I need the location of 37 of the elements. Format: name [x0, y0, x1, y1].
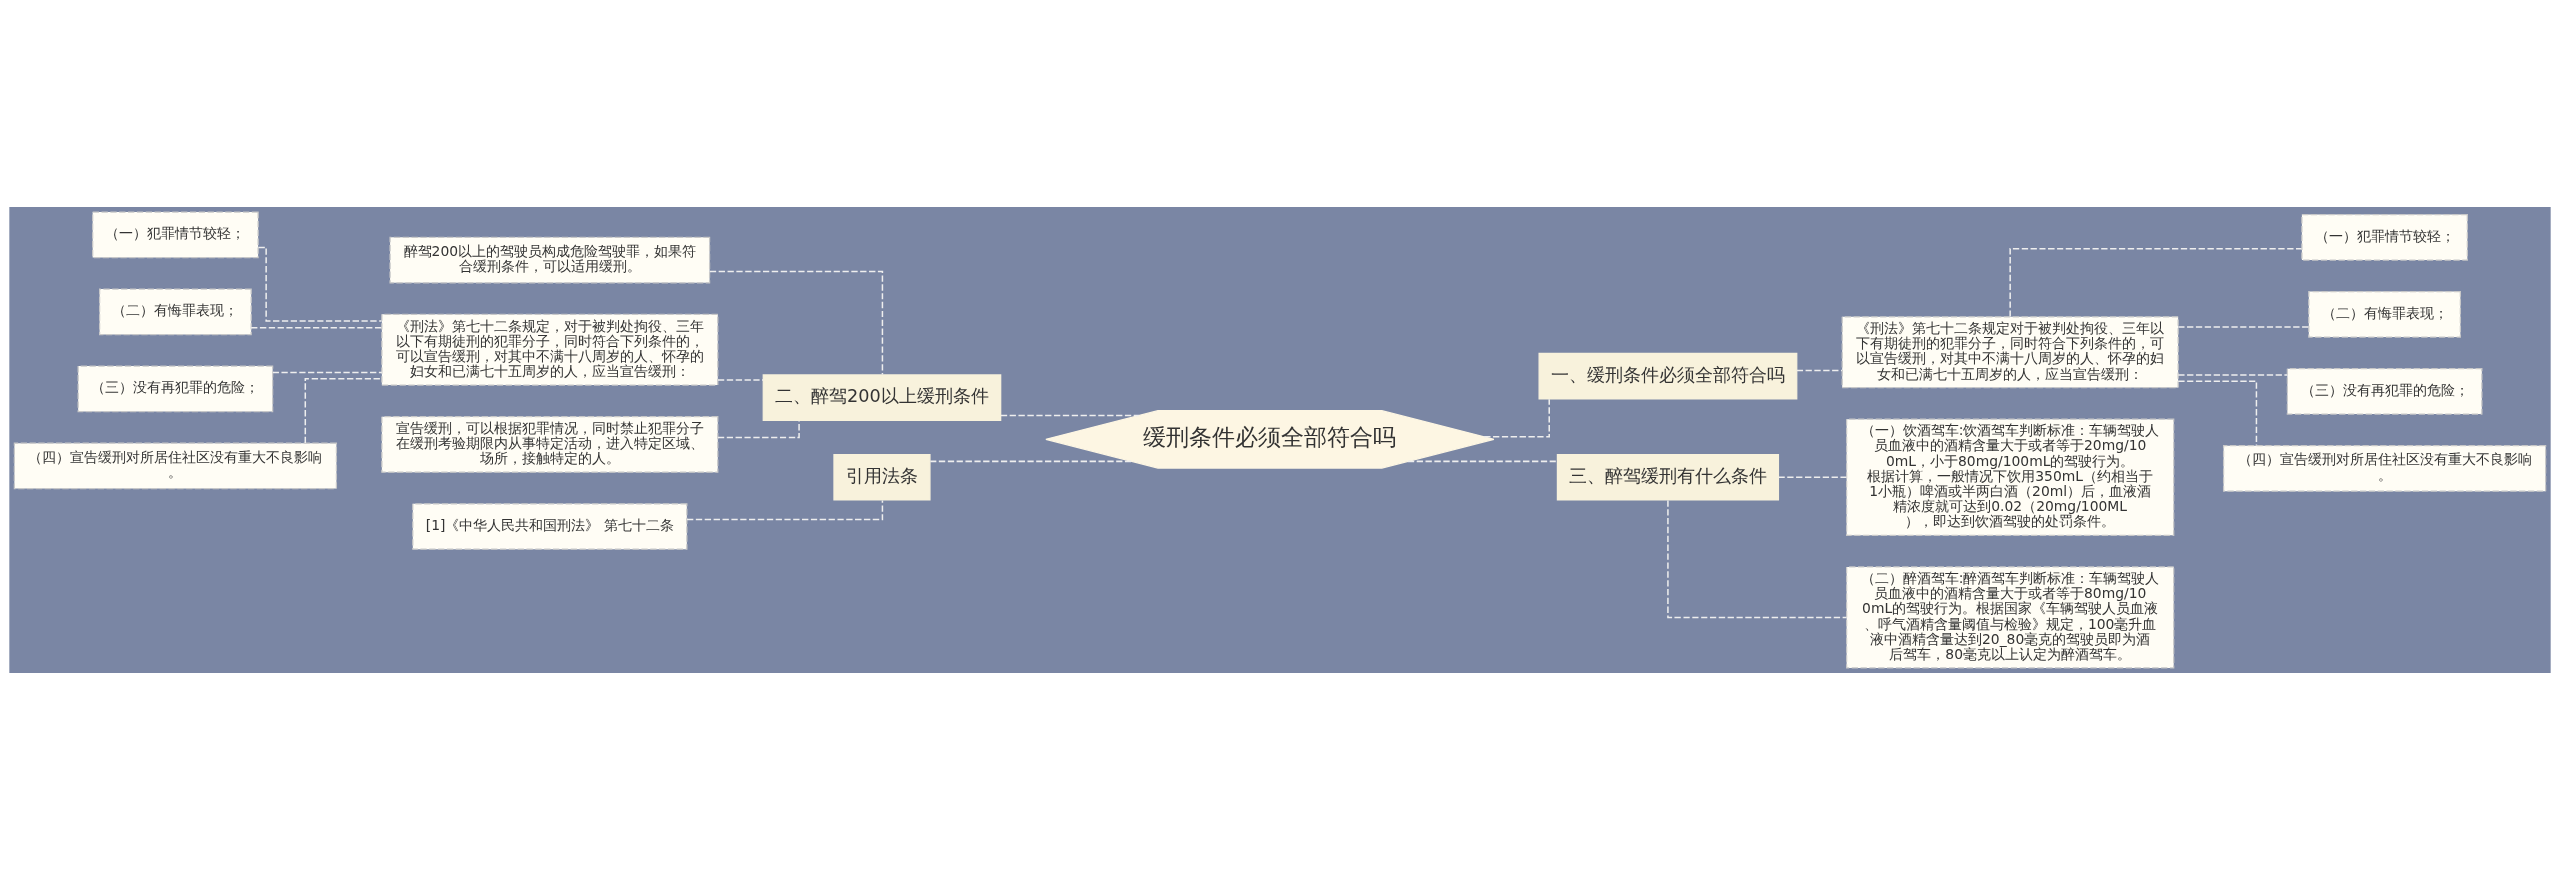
node-box: （一）饮酒驾车:饮酒驾车判断标准：车辆驾驶人员血液中的酒精含量大于或者等于20mg/100mL，小于80mg/100mL的驾驶行为。根据计算，一般情况下饮用350mL（约相当于1小瓶）啤酒或半两白酒（20ml）后，血液酒精浓度就可达到0.02（20mg/100ML），即达到饮酒驾驶的处罚条件。	[1846, 418, 2175, 536]
node-box: （四）宣告缓刑对所居住社区没有重大不良影响。	[13, 442, 338, 489]
connector	[250, 326, 383, 329]
node-box: （一）犯罪情节较轻；	[2301, 213, 2468, 261]
connector	[304, 377, 383, 444]
node-box: （二）有悔罪表现；	[99, 287, 252, 335]
node-box: [1]《中华人民共和国刑法》 第七十二条	[412, 502, 688, 550]
node-box: （三）没有再犯罪的危险；	[77, 365, 274, 412]
connector	[1667, 499, 1848, 618]
connector	[1777, 476, 1848, 478]
node-box: （二）醉酒驾车:醉酒驾车判断标准：车辆驾驶人员血液中的酒精含量大于或者等于80mg/100mL的驾驶行为。根据国家《车辆驾驶人员血液、呼气酒精含量阈值与检验》规定，100毫升血液中酒精含量达到20_80毫克的驾驶员即为酒后驾车，80毫克以上认定为醉酒驾车。	[1846, 565, 2175, 669]
node-box: 《刑法》第七十二条规定对于被判处拘役、三年以下有期徒刑的犯罪分子，同时符合下列条件的，可以宣告缓刑，对其中不满十八周岁的人、怀孕的妇女和已满七十五周岁的人，应当宣告缓刑：	[1841, 315, 2179, 388]
node-box: 二、醉驾200以上缓刑条件	[762, 373, 1002, 421]
node-box: （一）犯罪情节较轻；	[92, 210, 259, 258]
connector	[1407, 460, 1559, 462]
connector	[272, 371, 383, 373]
node-box: 引用法条	[833, 453, 931, 501]
connector	[717, 419, 800, 438]
node-box: 三、醉驾缓刑有什么条件	[1556, 453, 1780, 501]
connector	[717, 378, 764, 381]
connector	[2177, 373, 2289, 376]
connector	[1483, 397, 1550, 438]
connector	[1796, 369, 1843, 371]
node-box: 宣告缓刑，可以根据犯罪情况，同时禁止犯罪分子在缓刑考验期限内从事特定活动，进入特定区域、场所，接触特定的人。	[381, 415, 719, 473]
connector	[929, 460, 1133, 462]
node-box: （三）没有再犯罪的危险；	[2286, 367, 2483, 415]
connector	[2177, 325, 2310, 328]
connector	[2009, 247, 2303, 317]
connector	[257, 246, 383, 322]
connector	[709, 270, 884, 375]
node-box: 醉驾200以上的驾驶员构成危险驾驶罪，如果符合缓刑条件，可以适用缓刑。	[389, 236, 711, 283]
node-box: （四）宣告缓刑对所居住社区没有重大不良影响。	[2222, 444, 2547, 492]
node-box: 《刑法》第七十二条规定，对于被判处拘役、三年以下有期徒刑的犯罪分子，同时符合下列条件的，可以宣告缓刑，对其中不满十八周岁的人、怀孕的妇女和已满七十五周岁的人，应当宣告缓刑：	[381, 313, 719, 386]
node-box: （二）有悔罪表现；	[2308, 290, 2461, 338]
connector	[1000, 414, 1140, 416]
connector	[2177, 380, 2258, 446]
node-box: 一、缓刑条件必须全部符合吗	[1538, 352, 1798, 400]
